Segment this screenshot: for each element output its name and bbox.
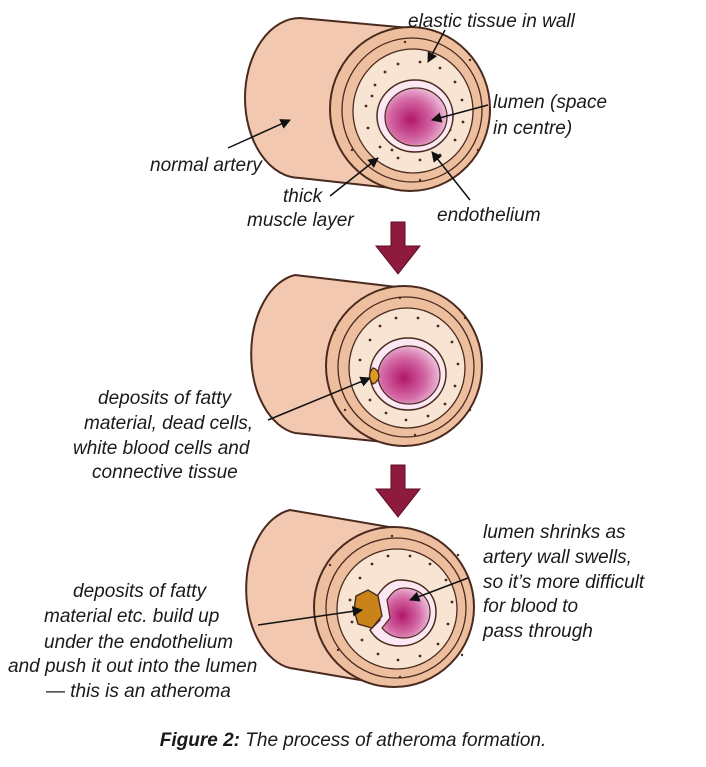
label-shrink-line1: lumen shrinks as <box>483 522 626 543</box>
label-deposit1-line1: deposits of fatty <box>98 388 233 409</box>
normal-artery <box>244 16 491 192</box>
small-fatty-deposit <box>368 367 380 385</box>
label-deposit2-line5: — this is an atheroma <box>45 681 231 702</box>
down-arrow-2 <box>374 464 422 518</box>
label-shrink-line2: artery wall swells, <box>483 547 632 568</box>
label-elastic-tissue: elastic tissue in wall <box>408 11 576 32</box>
label-shrink-line3: so it’s more difficult <box>483 572 645 593</box>
label-deposit1-line2: material, dead cells, <box>84 413 253 434</box>
label-deposit1-line3: white blood cells and <box>73 438 251 459</box>
label-lumen-1: lumen (space <box>493 92 607 113</box>
label-deposit2-line1: deposits of fatty <box>73 581 208 602</box>
label-shrink-line5: pass through <box>482 621 593 642</box>
figure-caption-label: Figure 2: <box>159 730 240 751</box>
artery-with-deposit <box>250 273 483 447</box>
figure-caption-text: The process of atheroma formation. <box>245 730 547 751</box>
label-deposit2-line4: and push it out into the lumen <box>8 656 257 677</box>
label-deposit1-line4: connective tissue <box>92 462 238 483</box>
label-deposit2-line2: material etc. build up <box>44 606 219 627</box>
down-arrow-1 <box>374 221 422 275</box>
leader-lines <box>227 29 489 626</box>
label-lumen-2: in centre) <box>493 118 572 139</box>
label-normal-artery: normal artery <box>150 155 263 176</box>
label-thick: thick <box>283 186 324 207</box>
label-deposit2-line3: under the endothelium <box>44 632 233 653</box>
label-endothelium: endothelium <box>437 205 541 226</box>
label-shrink-line4: for blood to <box>483 596 578 617</box>
artery-with-atheroma <box>245 508 475 688</box>
label-muscle-layer: muscle layer <box>247 210 354 231</box>
figure-caption: Figure 2: The process of atheroma format… <box>0 730 706 752</box>
